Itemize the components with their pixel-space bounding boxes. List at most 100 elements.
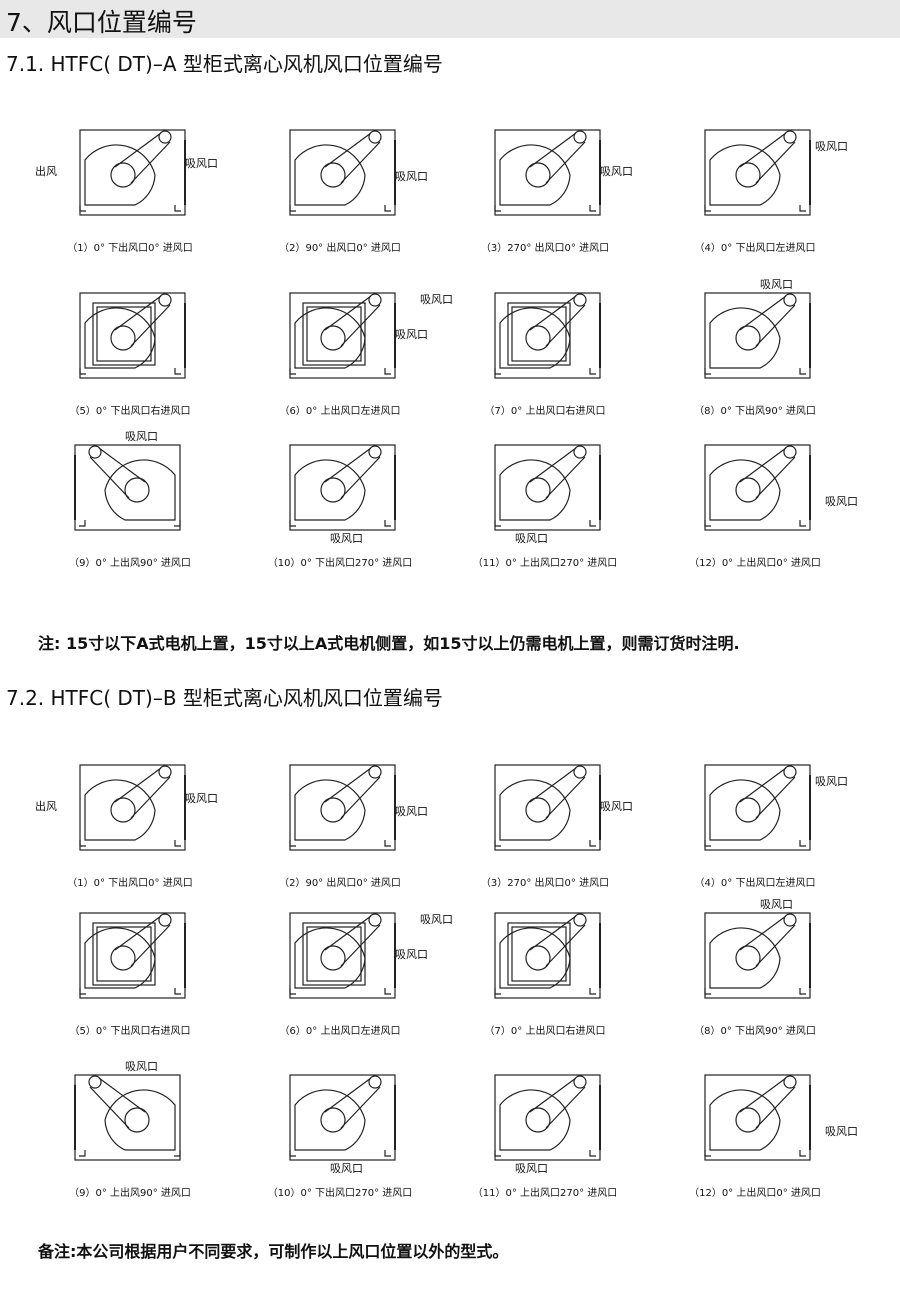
inlet-label: 吸风口 [815,775,848,788]
inlet-frame-inner [511,926,567,982]
volute-scroll [499,779,571,841]
drive-belt [529,915,586,967]
outlet-arrow-icon [612,960,635,966]
figure-caption: （1）0° 下出风口0° 进风口 [67,878,193,889]
fan-group [494,129,601,216]
mounting-feet [494,520,596,527]
fan-group [494,444,601,531]
fan-group [289,1074,396,1161]
fan-diagram-10: 吸风口（10）0° 下出风口270° 进风口 [235,420,445,570]
fan-drawing [47,764,186,851]
fan-drawing [257,444,396,531]
fan-drawing [462,1074,601,1161]
motor-pulley [158,765,172,779]
motor-pulley [368,913,382,927]
inlet-frame-inner [511,306,567,362]
volute-scroll [499,144,571,206]
mounting-feet [494,840,596,847]
outlet-arrow-icon [462,1122,485,1128]
fan-diagram-9: 吸风口（9）0° 上出风90° 进风口 [25,420,235,570]
figure-caption: （2）90° 出风口0° 进风口 [279,243,401,254]
inlet-label: 吸风口 [395,948,428,961]
fan-drawing [672,764,811,851]
fan-drawing [672,129,811,216]
volute-scroll [709,927,781,989]
impeller-hub [735,1107,761,1133]
volute-scroll [709,1089,781,1151]
figure-caption: （8）0° 下出风90° 进风口 [694,1026,816,1037]
impeller-hub [320,797,346,823]
impeller-hub [320,162,346,188]
motor-pulley [573,765,587,779]
mounting-feet [79,205,181,212]
inlet-label: 吸风口 [330,1162,363,1175]
note-b: 备注:本公司根据用户不同要求，可制作以上风口位置以外的型式。 [38,1242,509,1261]
fan-group [494,1074,601,1161]
fan-drawing [79,912,220,999]
impeller-hub [735,797,761,823]
figure-caption: （3）270° 出风口0° 进风口 [480,878,610,889]
volute-scroll [294,144,366,206]
inlet-label: 吸风口 [185,157,218,170]
subsection-title-a: 7.1. HTFC( DT)–A 型柜式离心风机风口位置编号 [6,52,443,76]
fan-group [79,129,186,216]
impeller-hub [735,325,761,351]
figure-caption: （5）0° 下出风口右进风口 [69,1026,191,1037]
drive-belt [529,295,586,347]
fan-diagram-5: （5）0° 下出风口右进风口 [25,888,235,1038]
fan-group [79,764,186,851]
note-a: 注: 15寸以下A式电机上置，15寸以上A式电机侧置，如15寸以上仍需电机上置，… [38,634,740,653]
outlet-arrow-icon [257,960,280,966]
outlet-arrow-icon [462,492,485,498]
fan-diagram-12: 吸风口（12）0° 上出风口0° 进风口 [650,1050,860,1200]
section-title: 7、风口位置编号 [6,8,197,37]
motor-pulley [783,293,797,307]
mounting-feet [289,368,391,375]
drive-belt [89,447,146,499]
drive-belt [739,447,796,499]
inlet-label: 吸风口 [600,800,633,813]
outlet-arrow-icon [672,492,695,498]
outlet-arrow-icon [672,177,695,183]
fan-diagram-3: 吸风口（3）270° 出风口0° 进风口 [440,105,650,255]
impeller-hub [320,477,346,503]
volute-scroll [709,779,781,841]
volute-scroll [84,779,156,841]
fan-diagram-8: 吸风口（8）0° 下出风90° 进风口 [650,268,860,418]
impeller-hub [110,945,136,971]
fan-group [494,912,601,999]
volute-scroll [294,927,366,989]
drive-belt [324,1077,381,1129]
fan-diagram-8: 吸风口 （8）0° 下出风90° 进风口 [650,888,860,1038]
figure-caption: （11）0° 上出风口270° 进风口 [472,558,618,569]
fan-diagram-2: 吸风口（2）90° 出风口0° 进风口 [235,105,445,255]
volute-scroll [499,459,571,521]
inlet-frame [507,302,571,366]
motor-pulley [88,1075,102,1089]
volute-scroll [84,927,156,989]
fan-diagram-7: 吸风口（7）0° 上出风口右进风口 [420,888,650,1038]
inlet-label: 吸风口 [760,898,793,911]
figure-caption: （3）270° 出风口0° 进风口 [480,243,610,254]
outlet-label: 出风 [35,800,57,813]
impeller-hub [320,1107,346,1133]
mounting-feet [79,368,181,375]
volute-scroll [294,459,366,521]
motor-pulley [368,1075,382,1089]
mounting-feet [704,1150,806,1157]
motor-pulley [573,130,587,144]
figure-caption: （7）0° 上出风口右进风口 [484,406,606,417]
outlet-arrow-icon [672,340,695,346]
fan-diagram-7: 吸风口（7）0° 上出风口右进风口 [420,268,650,418]
mounting-feet [704,520,806,527]
volute-scroll [104,1089,176,1151]
impeller-hub [320,325,346,351]
drive-belt [739,915,796,967]
volute-scroll [499,927,571,989]
motor-pulley [368,130,382,144]
figure-caption: （9）0° 上出风90° 进风口 [69,1188,191,1199]
impeller-hub [735,477,761,503]
volute-scroll [709,307,781,369]
motor-pulley [783,445,797,459]
inlet-frame-inner [96,306,152,362]
